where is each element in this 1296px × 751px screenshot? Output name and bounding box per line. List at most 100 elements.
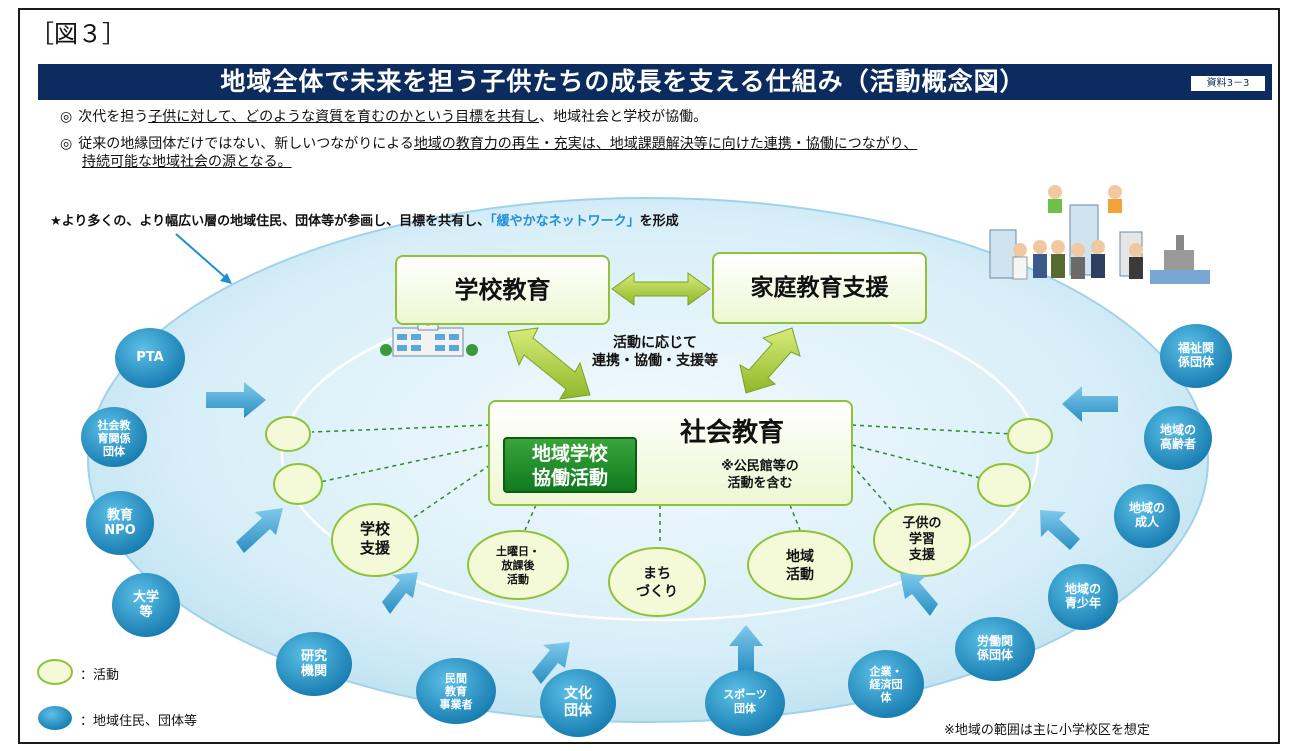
resident-label: 地域の 成人 (1113, 501, 1181, 529)
resident-label: 民間 教育 事業者 (418, 672, 494, 711)
activity-line: 支援 (908, 548, 935, 563)
resident-line: 成人 (1134, 515, 1159, 529)
network-note-suffix: を形成 (639, 214, 679, 229)
resident-line: 地域の (1128, 501, 1165, 515)
resident-line: 係団体 (976, 648, 1013, 662)
page-title: 地域全体で未来を担う子供たちの成長を支える仕組み（活動概念図） (220, 67, 1026, 96)
resident-line: 大学 (132, 590, 159, 605)
activity-line: 子供の (902, 516, 942, 531)
resident-label: スポーツ 団体 (707, 688, 783, 716)
bullet-1-b: 子供に対して、どのような資質を育むのかという目標を共有し (148, 109, 540, 125)
resident-line: 体 (880, 691, 892, 704)
dashed-connectors (311, 424, 1013, 545)
bullet-1-mark: ◎ (60, 109, 73, 125)
resident-line: PTA (136, 350, 164, 365)
activity-line: 放課後 (501, 559, 535, 572)
figure-frame (18, 8, 1280, 744)
link-line-1: 活動に応じて (613, 335, 697, 351)
school-community-cooperation-box: 地域学校 協働活動 (503, 437, 637, 493)
bullet-1-c: 、地域社会と学校が協働。 (539, 109, 708, 125)
cooperation-line-2: 協働活動 (531, 467, 608, 489)
family-education-label: 家庭教育支援 (750, 275, 889, 301)
resident-line: 福祉関 (1177, 341, 1214, 355)
family-education-box: 家庭教育支援 (712, 252, 927, 324)
resident-label: 福祉関 係団体 (1161, 341, 1231, 369)
resident-line: 青少年 (1064, 596, 1101, 610)
reference-tag: 資料3－3 (1190, 75, 1266, 92)
resident-label: PTA (115, 350, 185, 365)
activity-line: まち (643, 566, 671, 582)
resident-label: 文化 団体 (540, 686, 616, 720)
resident-label: 企業・ 経済団 体 (848, 665, 924, 704)
resident-label: 教育 NPO (86, 508, 154, 538)
resident-line: 教育 (106, 508, 133, 523)
resident-line: 育関係 (97, 432, 131, 445)
bullet-2-b: 地域の教育力の再生・充実は、地域課題解決等に向けた連携・協働につながり、 (413, 136, 918, 152)
school-education-label: 学校教育 (454, 276, 551, 304)
activity-circle-small (273, 463, 323, 505)
activity-label: 学校 支援 (335, 520, 415, 558)
activity-line: 学校 (359, 520, 390, 538)
legend-resident-label: ：地域住民、団体等 (80, 714, 198, 729)
activity-label: 土曜日・ 放課後 活動 (474, 545, 562, 587)
bullet-2-a: 従来の地縁団体だけではない、新しいつながりによる (78, 136, 414, 152)
social-note-line-1: ※公民館等の (721, 459, 799, 474)
resident-label: 大学 等 (112, 590, 180, 620)
resident-line: 研究 (300, 649, 327, 664)
resident-line: 等 (139, 605, 153, 620)
link-arrows (507, 272, 801, 400)
resident-line: NPO (104, 523, 136, 538)
activity-line: 活動 (786, 567, 814, 583)
school-education-box: 学校教育 (395, 255, 610, 325)
activity-label: まち づくり (617, 565, 697, 601)
resident-line: 高齢者 (1159, 437, 1196, 451)
resident-line: 団体 (103, 445, 125, 458)
bullet-2: ◎ 従来の地縁団体だけではない、新しいつながりによる地域の教育力の再生・充実は、地… (60, 135, 1260, 171)
resident-line: 地域の (1159, 423, 1196, 437)
activity-line: 土曜日・ (496, 545, 540, 558)
resident-line: 団体 (564, 703, 592, 719)
activity-circle (331, 503, 419, 577)
link-line-2: 連携・協働・支援等 (592, 353, 718, 369)
resident-line: スポーツ (723, 688, 767, 701)
link-description: 活動に応じて 連携・協働・支援等 (565, 334, 745, 370)
activity-circle (467, 530, 569, 600)
resident-line: 団体 (734, 702, 756, 715)
activity-circle (608, 547, 706, 617)
note-pointer-head (220, 273, 232, 284)
social-education-label: 社会教育 (680, 418, 785, 448)
resident-line: 係団体 (1177, 355, 1214, 369)
resident-line: 民間 (445, 672, 467, 685)
activity-line: づくり (636, 584, 678, 600)
scope-note: ※地域の範囲は主に小学校区を想定 (944, 723, 1150, 738)
resident-line: 機関 (300, 664, 327, 679)
community-people-illustration (989, 185, 1210, 284)
activity-line: 地域 (786, 549, 814, 565)
network-note-highlight: 「緩やかなネットワーク」 (490, 214, 640, 229)
activity-circle (747, 530, 853, 600)
resident-line: 文化 (564, 686, 592, 702)
note-pointer-line (175, 233, 227, 279)
resident-line: 地域の (1064, 582, 1101, 596)
bullet-2-c: 持続可能な地域社会の源となる。 (82, 154, 292, 170)
resident-line: 労働関 (976, 634, 1013, 648)
cooperation-line-1: 地域学校 (531, 443, 608, 465)
activity-label: 子供の 学習 支援 (882, 516, 962, 564)
activity-line: 支援 (359, 539, 390, 557)
resident-line: 教育 (445, 685, 467, 698)
bullet-2-mark: ◎ (60, 136, 73, 152)
title-bar: 地域全体で未来を担う子供たちの成長を支える仕組み（活動概念図） (38, 64, 1272, 100)
activity-circle-small (1007, 418, 1053, 454)
network-note-prefix: ★より多くの、より幅広い層の地域住民、団体等が参画し、目標を共有し、 (50, 214, 491, 229)
network-note: ★より多くの、より幅広い層の地域住民、団体等が参画し、目標を共有し、「緩やかなネ… (50, 210, 679, 229)
figure-label: ［図３］ (30, 20, 126, 48)
resident-line: 事業者 (439, 698, 473, 711)
legend-activity-label: ：活動 (80, 668, 120, 683)
resident-label: 社会教 育関係 団体 (81, 419, 147, 458)
resident-label: 地域の 高齢者 (1144, 423, 1212, 451)
activity-line: 学習 (908, 532, 935, 547)
activity-circle-small (977, 463, 1031, 507)
resident-circles (81, 324, 1232, 737)
bullet-1-a: 次代を担う (78, 109, 149, 125)
